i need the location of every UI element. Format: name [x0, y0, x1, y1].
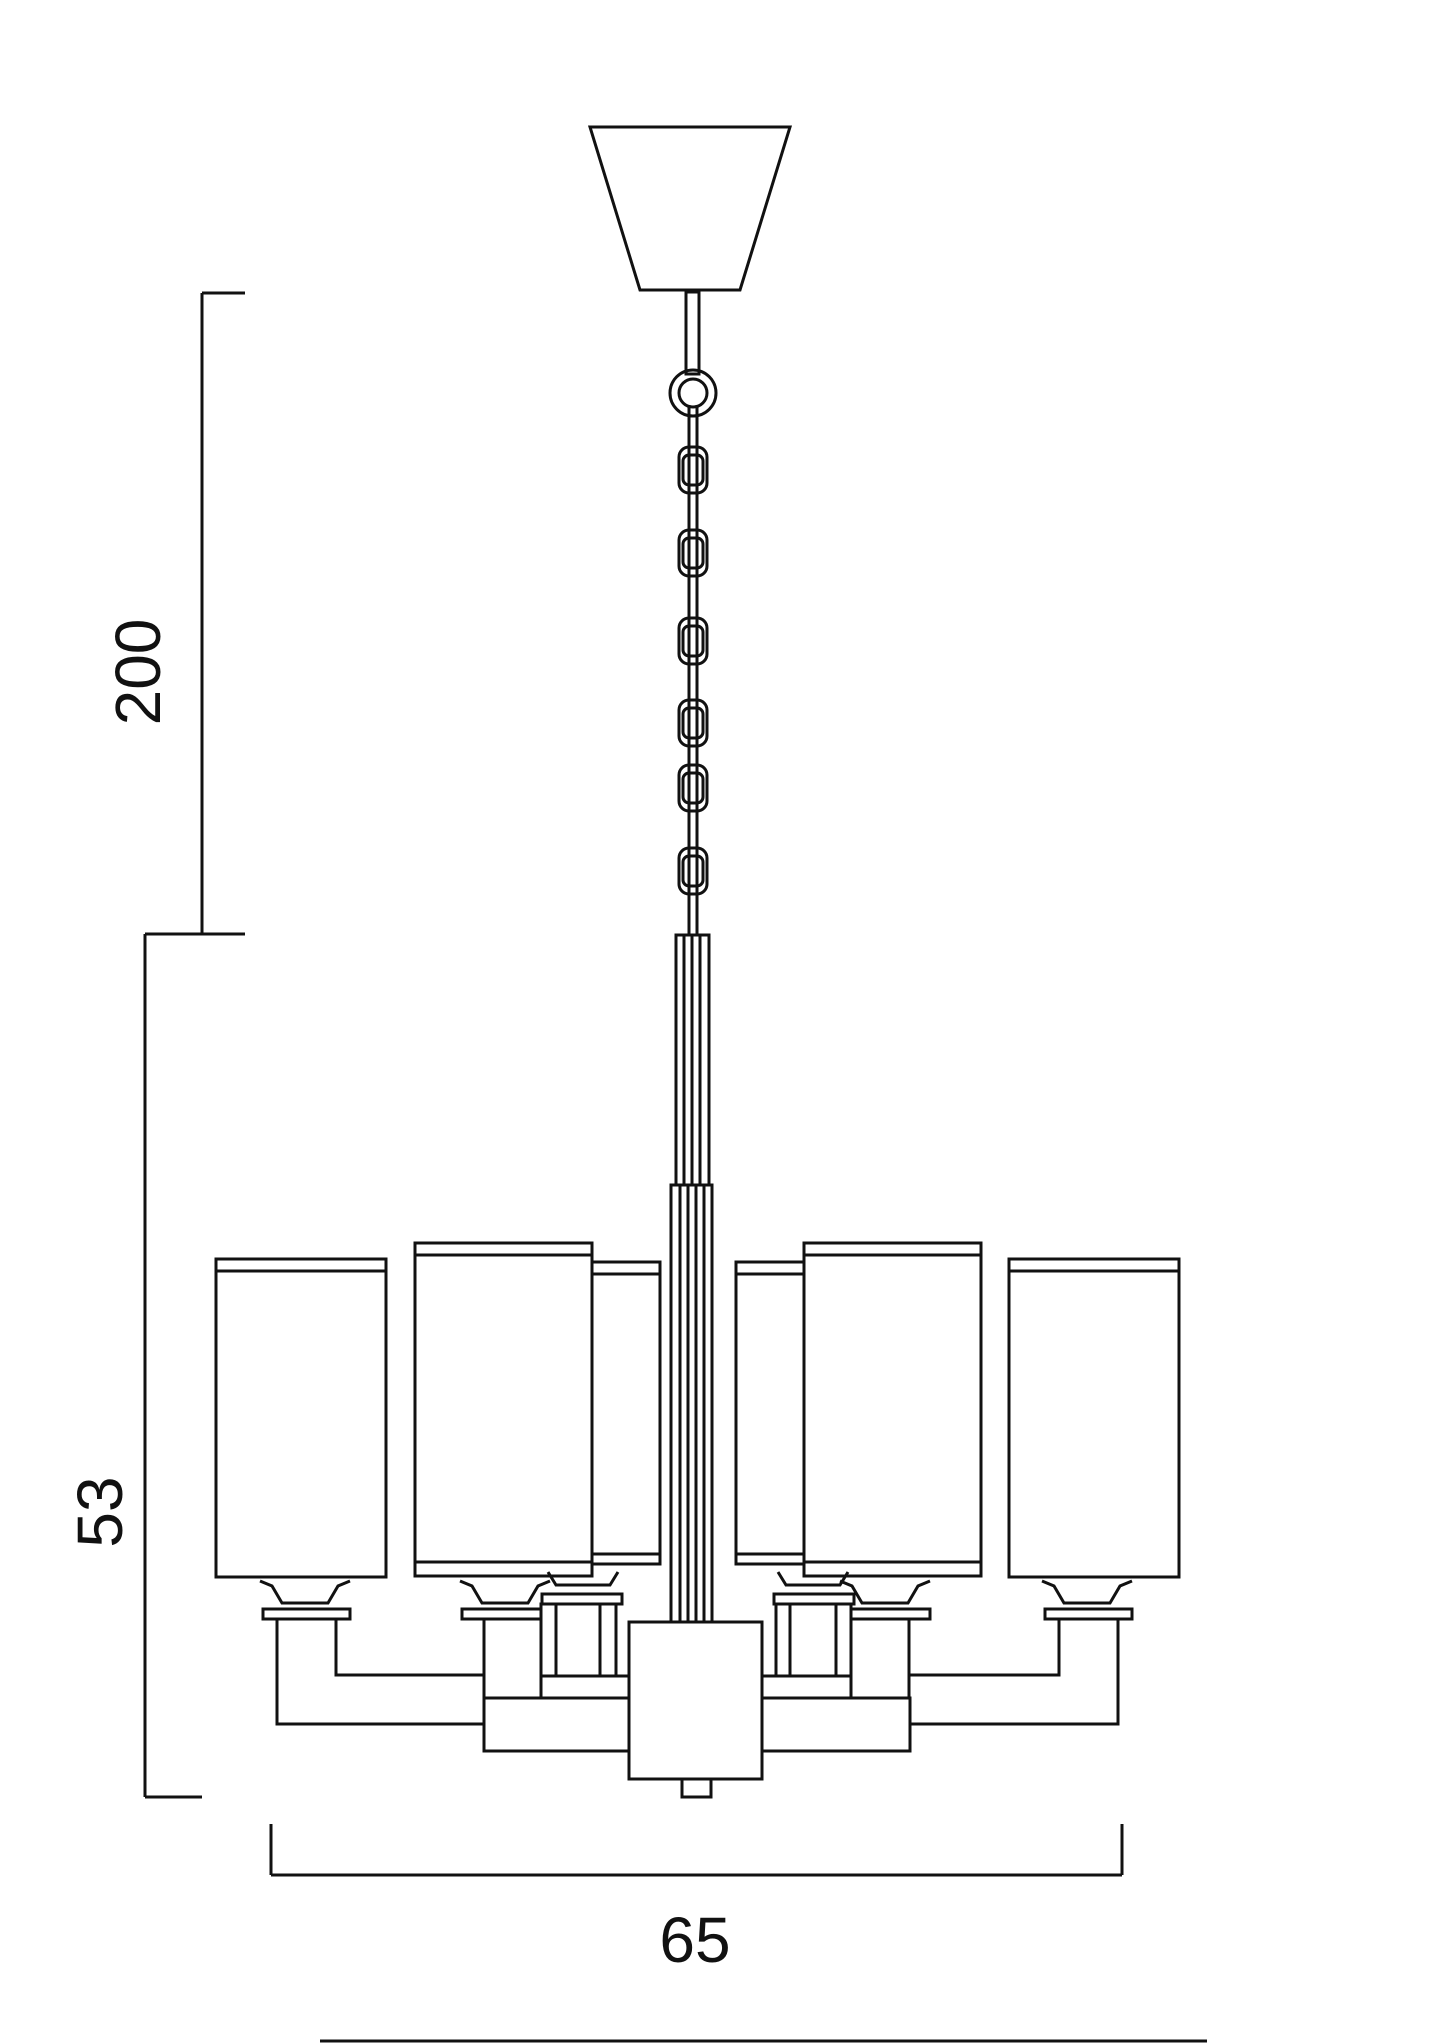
- ceiling-canopy: [587, 125, 793, 292]
- label-chain-length: 200: [102, 619, 174, 726]
- chandelier-arms: [275, 1602, 1120, 1799]
- canopy-rod: [684, 290, 701, 376]
- lamp-shade-back-right: [734, 1260, 808, 1566]
- lamp-shade-mid-left: [413, 1241, 594, 1578]
- central-stem-upper: [674, 933, 711, 1187]
- label-width: 65: [659, 1904, 730, 1976]
- lamp-shade-mid-right: [802, 1241, 983, 1578]
- chain-ring: [668, 368, 718, 418]
- chain: [677, 405, 709, 935]
- dimension-line-width: [269, 1824, 1124, 1877]
- lamp-shade-back-left: [588, 1260, 662, 1566]
- dimension-line-body-height: [143, 932, 202, 1799]
- dimension-line-chain-length: [200, 291, 245, 936]
- lamp-shade-outer-left: [214, 1257, 388, 1579]
- label-body-height: 53: [64, 1476, 136, 1547]
- central-stem-lower: [669, 1183, 714, 1624]
- lamp-shade-outer-right: [1007, 1257, 1181, 1579]
